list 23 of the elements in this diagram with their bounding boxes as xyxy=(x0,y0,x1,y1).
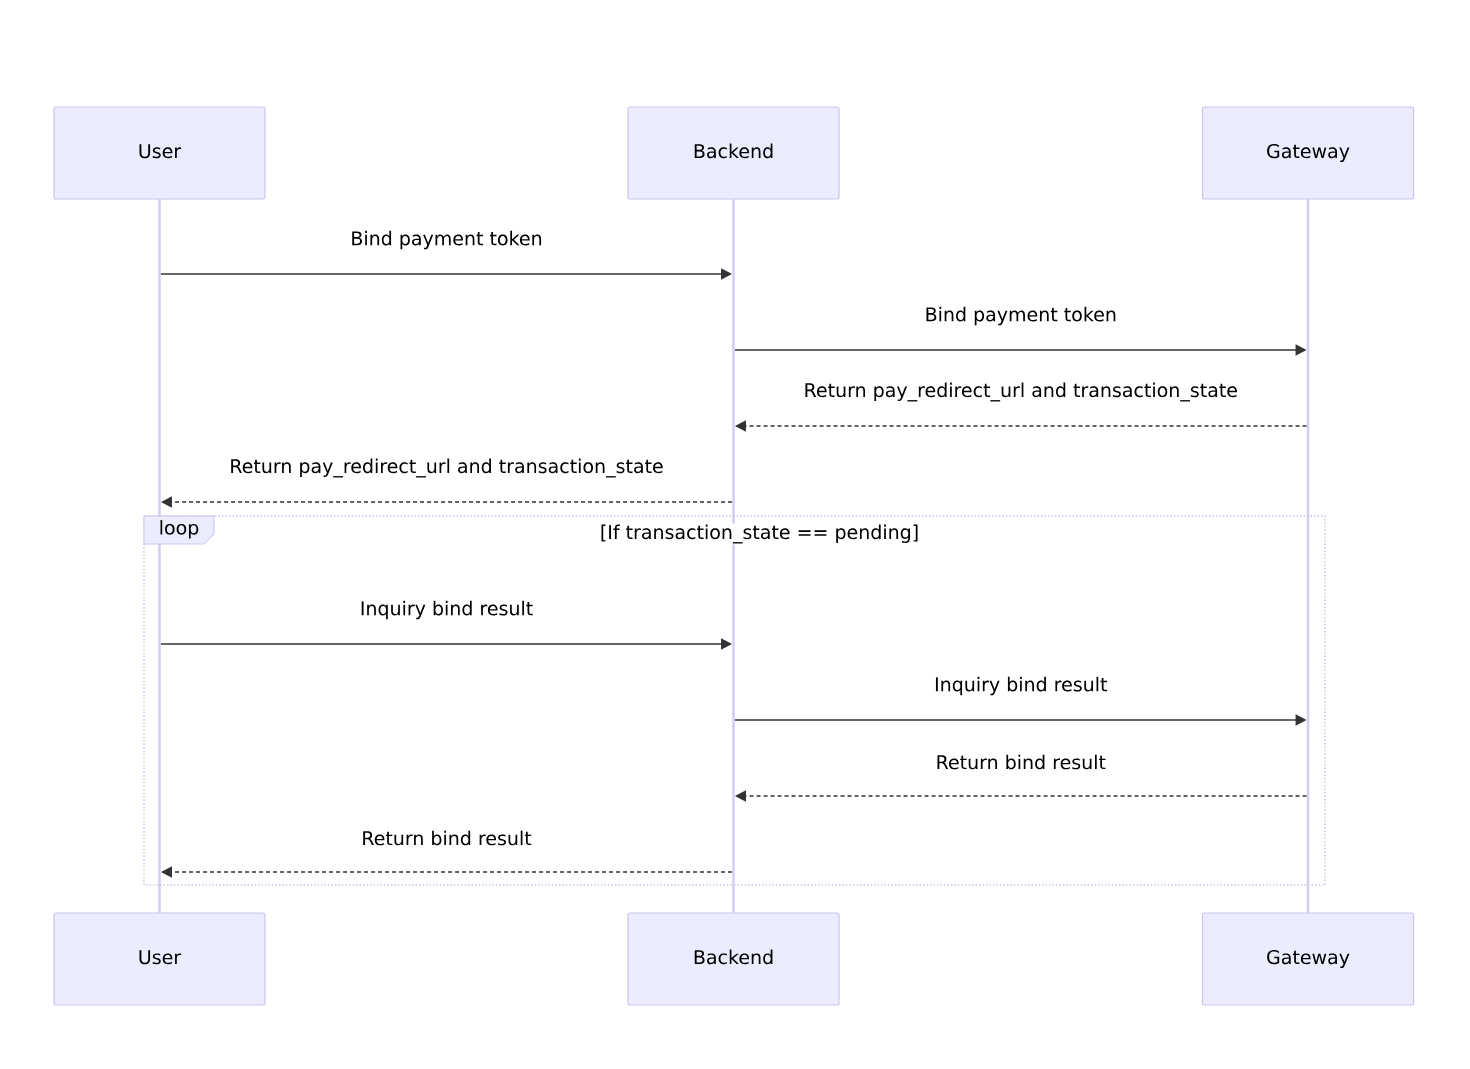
edge-label: Bind payment token xyxy=(923,305,1118,327)
lifeline xyxy=(158,199,161,913)
edge-label: Return pay_redirect_url and transaction_state xyxy=(802,381,1239,403)
edge-label: Bind payment token xyxy=(349,229,544,251)
lifeline xyxy=(1306,199,1310,913)
edge-label: Return bind result xyxy=(360,829,533,847)
edge-label: Inquiry bind result xyxy=(933,675,1109,697)
actor-box: Backend xyxy=(627,106,840,200)
message-arrow xyxy=(161,496,733,508)
actor-box: Gateway xyxy=(1201,106,1415,200)
edge-label: Return pay_redirect_url and transaction_state xyxy=(228,457,665,479)
actor-box: User xyxy=(53,912,266,1006)
message-arrow xyxy=(735,790,1308,802)
message-arrow xyxy=(161,866,733,878)
loop-condition: [If transaction_state == pending] xyxy=(598,523,921,545)
message-arrow xyxy=(160,268,732,280)
edge-label: Return bind result xyxy=(934,753,1107,771)
actor-box: Gateway xyxy=(1201,912,1415,1006)
edge-label: Inquiry bind result xyxy=(358,599,535,621)
actor-box: User xyxy=(53,106,266,200)
actor-box: Backend xyxy=(627,912,840,1006)
message-arrow xyxy=(160,638,732,650)
message-arrow xyxy=(735,420,1308,432)
